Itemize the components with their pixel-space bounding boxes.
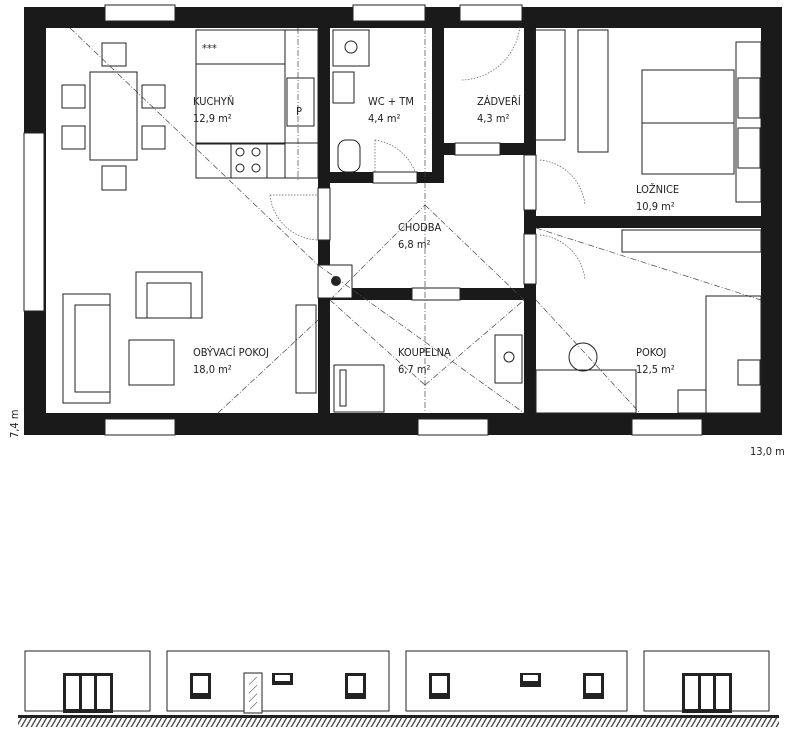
room-name: WC + TM (368, 95, 414, 108)
room-area: 6,8 m² (398, 238, 431, 251)
floor-plan: *** P KUCHYŇ 12,9 m² WC + TM 4,4 m² ZÁDV… (8, 4, 785, 458)
dining-table (89, 71, 138, 161)
room-area: 6,7 m² (398, 363, 431, 376)
ground-hatch (18, 718, 779, 727)
wardrobe (577, 29, 609, 153)
width-dimension: 13,0 m (750, 445, 785, 458)
wall-south (24, 413, 782, 435)
wall-interior (524, 284, 536, 413)
wall-interior (432, 28, 444, 183)
living-furniture (62, 271, 317, 404)
room-name: KUCHYŇ (193, 95, 234, 108)
room-area: 4,4 m² (368, 112, 401, 125)
room-name: POKOJ (636, 346, 666, 359)
windows (23, 4, 703, 436)
room-area: 18,0 m² (193, 363, 232, 376)
room-diagonals (69, 24, 762, 414)
bedroom-furniture (621, 41, 762, 253)
room-area: 12,5 m² (636, 363, 675, 376)
sink-label: P (296, 105, 302, 118)
depth-dimension: 7,4 m (8, 409, 21, 438)
room-area: 4,3 m² (477, 112, 510, 125)
wall-interior (318, 28, 330, 188)
elevations (18, 650, 779, 727)
hob-label: *** (202, 42, 217, 55)
chimney-flue-icon (331, 276, 341, 286)
kitchen-furniture: *** P (61, 29, 319, 191)
room-name: KOUPELNA (398, 346, 451, 359)
room-name: OBÝVACÍ POKOJ (193, 346, 269, 359)
wall-interior (524, 28, 536, 155)
room-labels: KUCHYŇ 12,9 m² WC + TM 4,4 m² ZÁDVEŘÍ 4,… (193, 95, 679, 376)
room-name: CHODBA (398, 221, 442, 234)
room-area: 12,9 m² (193, 112, 232, 125)
room-name: LOŽNICE (636, 183, 679, 196)
wall-east (761, 7, 782, 435)
wall-interior (524, 210, 536, 234)
wc-furniture (332, 29, 370, 173)
wardrobe (534, 29, 566, 141)
room-area: 10,9 m² (636, 200, 675, 213)
room-furniture (535, 295, 762, 414)
bathroom-furniture (333, 334, 523, 413)
wall-interior (536, 216, 761, 228)
room-name: ZÁDVEŘÍ (477, 95, 521, 108)
stove-burners-icon (235, 147, 261, 173)
